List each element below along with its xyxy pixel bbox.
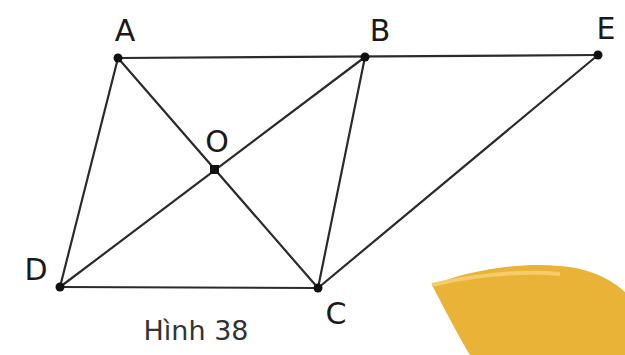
blob-highlight <box>432 273 560 285</box>
segment-ce <box>318 55 598 288</box>
points <box>56 51 603 293</box>
point-label: B <box>370 16 391 46</box>
point-dot <box>361 53 370 62</box>
segment-bd <box>60 57 365 287</box>
point-label: A <box>115 16 136 46</box>
point-label: O <box>205 127 229 157</box>
point-dot <box>314 284 323 293</box>
point-dot <box>210 165 219 174</box>
yellow-blob <box>432 265 625 355</box>
figure-caption: Hình 38 <box>144 317 249 344</box>
point-label: D <box>24 255 47 285</box>
segments <box>60 55 598 288</box>
point-label: C <box>326 299 347 329</box>
point-dot <box>114 54 123 63</box>
point-dot <box>56 283 65 292</box>
segment-ad <box>60 58 118 287</box>
segment-ac <box>118 58 318 288</box>
segment-ae <box>118 55 598 58</box>
segment-dc <box>60 287 318 288</box>
point-dot <box>594 51 603 60</box>
point-label: E <box>597 14 616 44</box>
